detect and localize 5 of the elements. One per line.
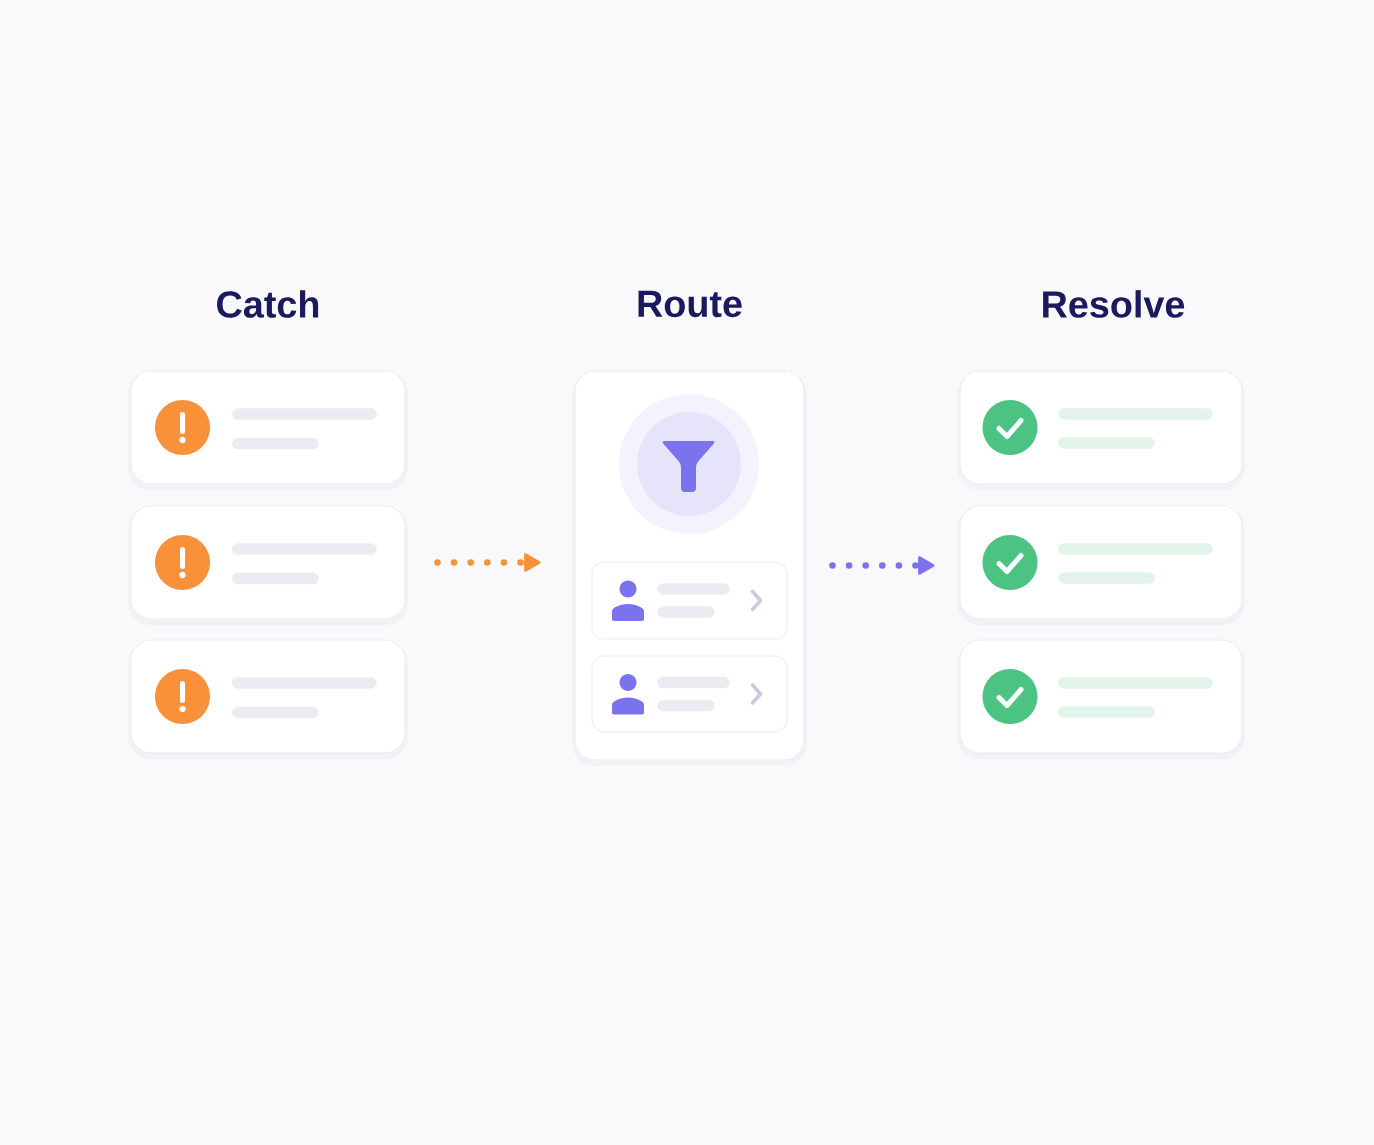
- heading: Catch: [217, 290, 319, 318]
- heading: Route: [638, 290, 742, 318]
- heading: Resolve: [1043, 290, 1185, 318]
- arrow: [434, 553, 541, 572]
- arrow: [829, 556, 935, 575]
